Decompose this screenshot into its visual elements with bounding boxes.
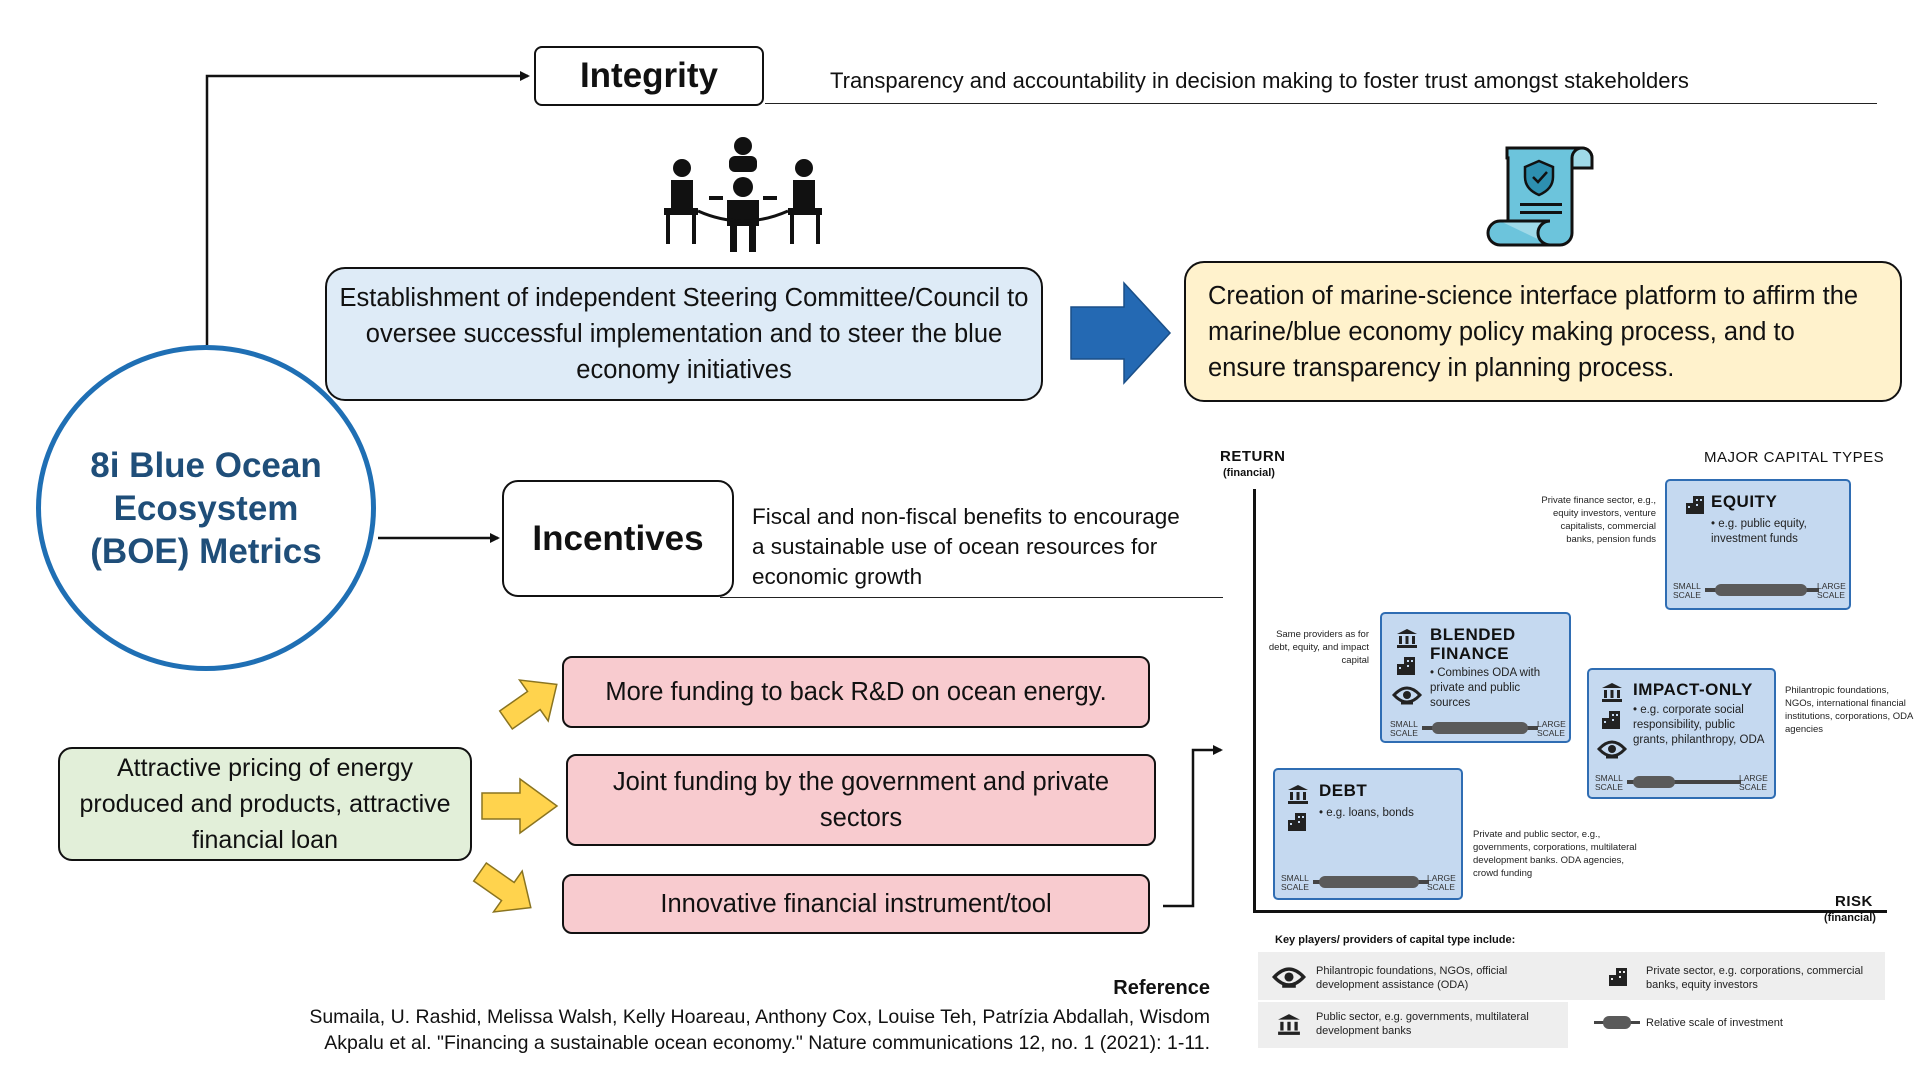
y-axis-sub: (financial)	[1223, 467, 1275, 479]
blended-finance-title: BLENDED FINANCE	[1430, 625, 1516, 663]
debt-scale-small: SMALL SCALE	[1281, 873, 1309, 892]
equity-scale-marker	[1715, 584, 1807, 596]
boe-metrics-circle: 8i Blue Ocean Ecosystem (BOE) Metrics	[36, 345, 376, 671]
private-sector-icon	[1288, 813, 1306, 831]
equity-desc: • e.g. public equity, investment funds	[1711, 518, 1807, 545]
debt-scale-marker	[1319, 876, 1419, 888]
chart-header: MAJOR CAPITAL TYPES	[1704, 449, 1885, 466]
outcome-rd-funding-text: More funding to back R&D on ocean energy…	[605, 677, 1107, 706]
impact-scale-bar	[1627, 780, 1741, 784]
certificate-scroll-icon	[1486, 146, 1594, 247]
steering-committee-box: Establishment of independent Steering Co…	[325, 267, 1043, 401]
impact-only-title: IMPACT-ONLY	[1633, 680, 1753, 699]
legend-panel-lower	[1258, 1002, 1568, 1048]
x-axis	[1253, 910, 1887, 913]
incentives-underline	[720, 597, 1223, 598]
integrity-description: Transparency and accountability in decis…	[830, 68, 1689, 93]
private-sector-icon	[1397, 657, 1415, 675]
debt-desc: • e.g. loans, bonds	[1319, 807, 1414, 819]
legend-private: Private sector, e.g. corporations, comme…	[1646, 965, 1864, 991]
integrity-underline	[765, 103, 1877, 104]
incentives-label: Incentives	[532, 518, 704, 558]
public-sector-icon	[1602, 683, 1622, 702]
x-axis-label: RISK	[1835, 893, 1873, 910]
reference-line-2: Akpalu et al. "Financing a sustainable o…	[324, 1032, 1210, 1054]
impact-only-desc: • e.g. corporate social responsibility, …	[1633, 704, 1765, 746]
yellow-arrow-up	[498, 679, 558, 731]
integrity-label: Integrity	[579, 56, 719, 95]
pricing-box: Attractive pricing of energy produced an…	[58, 747, 472, 861]
connector-chart	[1163, 745, 1223, 908]
legend-public: Public sector, e.g. governments, multila…	[1316, 1011, 1529, 1037]
blended-scale-small: SMALL SCALE	[1390, 719, 1418, 738]
y-axis-label: RETURN	[1220, 448, 1286, 465]
incentives-description: Fiscal and non-fiscal benefits to encour…	[752, 504, 1180, 589]
x-axis-sub: (financial)	[1824, 912, 1876, 924]
pricing-text: Attractive pricing of energy produced an…	[79, 754, 451, 854]
boe-metrics-title: 8i Blue Ocean Ecosystem (BOE) Metrics	[90, 445, 322, 571]
equity-card: EQUITY • e.g. public equity, investment …	[1665, 479, 1851, 610]
yellow-arrow-right	[481, 777, 559, 835]
private-sector-icon	[1602, 711, 1620, 729]
public-sector-icon	[1288, 785, 1308, 804]
reference-heading: Reference	[1113, 977, 1210, 999]
outcome-joint-funding: Joint funding by the government and priv…	[566, 754, 1156, 846]
yellow-arrow-down	[472, 861, 532, 913]
platform-box: Creation of marine-science interface pla…	[1184, 261, 1902, 402]
blended-scale-marker	[1432, 722, 1528, 734]
legend-title: Key players/ providers of capital type i…	[1275, 934, 1516, 946]
reference-line-1: Sumaila, U. Rashid, Melissa Walsh, Kelly…	[309, 1006, 1210, 1028]
blended-finance-desc: • Combines ODA with private and public s…	[1430, 667, 1541, 709]
steering-committee-text: Establishment of independent Steering Co…	[339, 284, 1029, 384]
legend-scale: Relative scale of investment	[1646, 1017, 1783, 1029]
debt-providers: Private and public sector, e.g., governm…	[1473, 829, 1637, 879]
outcome-rd-funding: More funding to back R&D on ocean energy…	[562, 656, 1150, 728]
philanthropic-icon	[1272, 967, 1306, 988]
connector-integrity	[205, 71, 530, 345]
impact-providers: Philantropic foundations, NGOs, internat…	[1785, 685, 1913, 735]
private-sector-icon	[1609, 968, 1627, 986]
platform-text: Creation of marine-science interface pla…	[1208, 281, 1859, 382]
blended-providers: Same providers as for debt, equity, and …	[1268, 629, 1369, 666]
blended-finance-card: BLENDED FINANCE • Combines ODA with priv…	[1380, 612, 1571, 743]
impact-scale-marker	[1633, 776, 1675, 788]
equity-scale-small: SMALL SCALE	[1673, 581, 1701, 600]
public-sector-icon	[1397, 629, 1417, 648]
philanthropic-icon	[1597, 740, 1627, 759]
legend-scale-marker	[1603, 1016, 1631, 1029]
y-axis	[1253, 489, 1256, 913]
blended-scale-large: LARGE SCALE	[1537, 719, 1566, 738]
equity-providers: Private finance sector, e.g., equity inv…	[1541, 495, 1656, 545]
philanthropic-icon	[1392, 686, 1422, 705]
legend-panel	[1258, 952, 1885, 1000]
outcome-financial-instrument-text: Innovative financial instrument/tool	[660, 889, 1052, 918]
outcome-financial-instrument: Innovative financial instrument/tool	[562, 874, 1150, 934]
equity-scale-large: LARGE SCALE	[1817, 581, 1846, 600]
incentives-box: Incentives	[502, 480, 734, 597]
private-sector-icon	[1686, 496, 1704, 514]
meeting-people-icon	[664, 137, 822, 252]
impact-only-card: IMPACT-ONLY • e.g. corporate social resp…	[1587, 668, 1776, 799]
public-sector-icon	[1278, 1014, 1300, 1035]
legend-philanthropic: Philantropic foundations, NGOs, official…	[1316, 965, 1508, 991]
debt-card: DEBT • e.g. loans, bonds SMALL SCALE LAR…	[1273, 768, 1463, 900]
impact-scale-large: LARGE SCALE	[1739, 773, 1768, 792]
equity-title: EQUITY	[1711, 492, 1778, 511]
blue-arrow	[1070, 281, 1172, 385]
impact-scale-small: SMALL SCALE	[1595, 773, 1623, 792]
debt-title: DEBT	[1319, 781, 1368, 800]
debt-scale-large: LARGE SCALE	[1427, 873, 1456, 892]
outcome-joint-funding-text: Joint funding by the government and priv…	[612, 768, 1110, 832]
integrity-box: Integrity	[534, 46, 764, 106]
